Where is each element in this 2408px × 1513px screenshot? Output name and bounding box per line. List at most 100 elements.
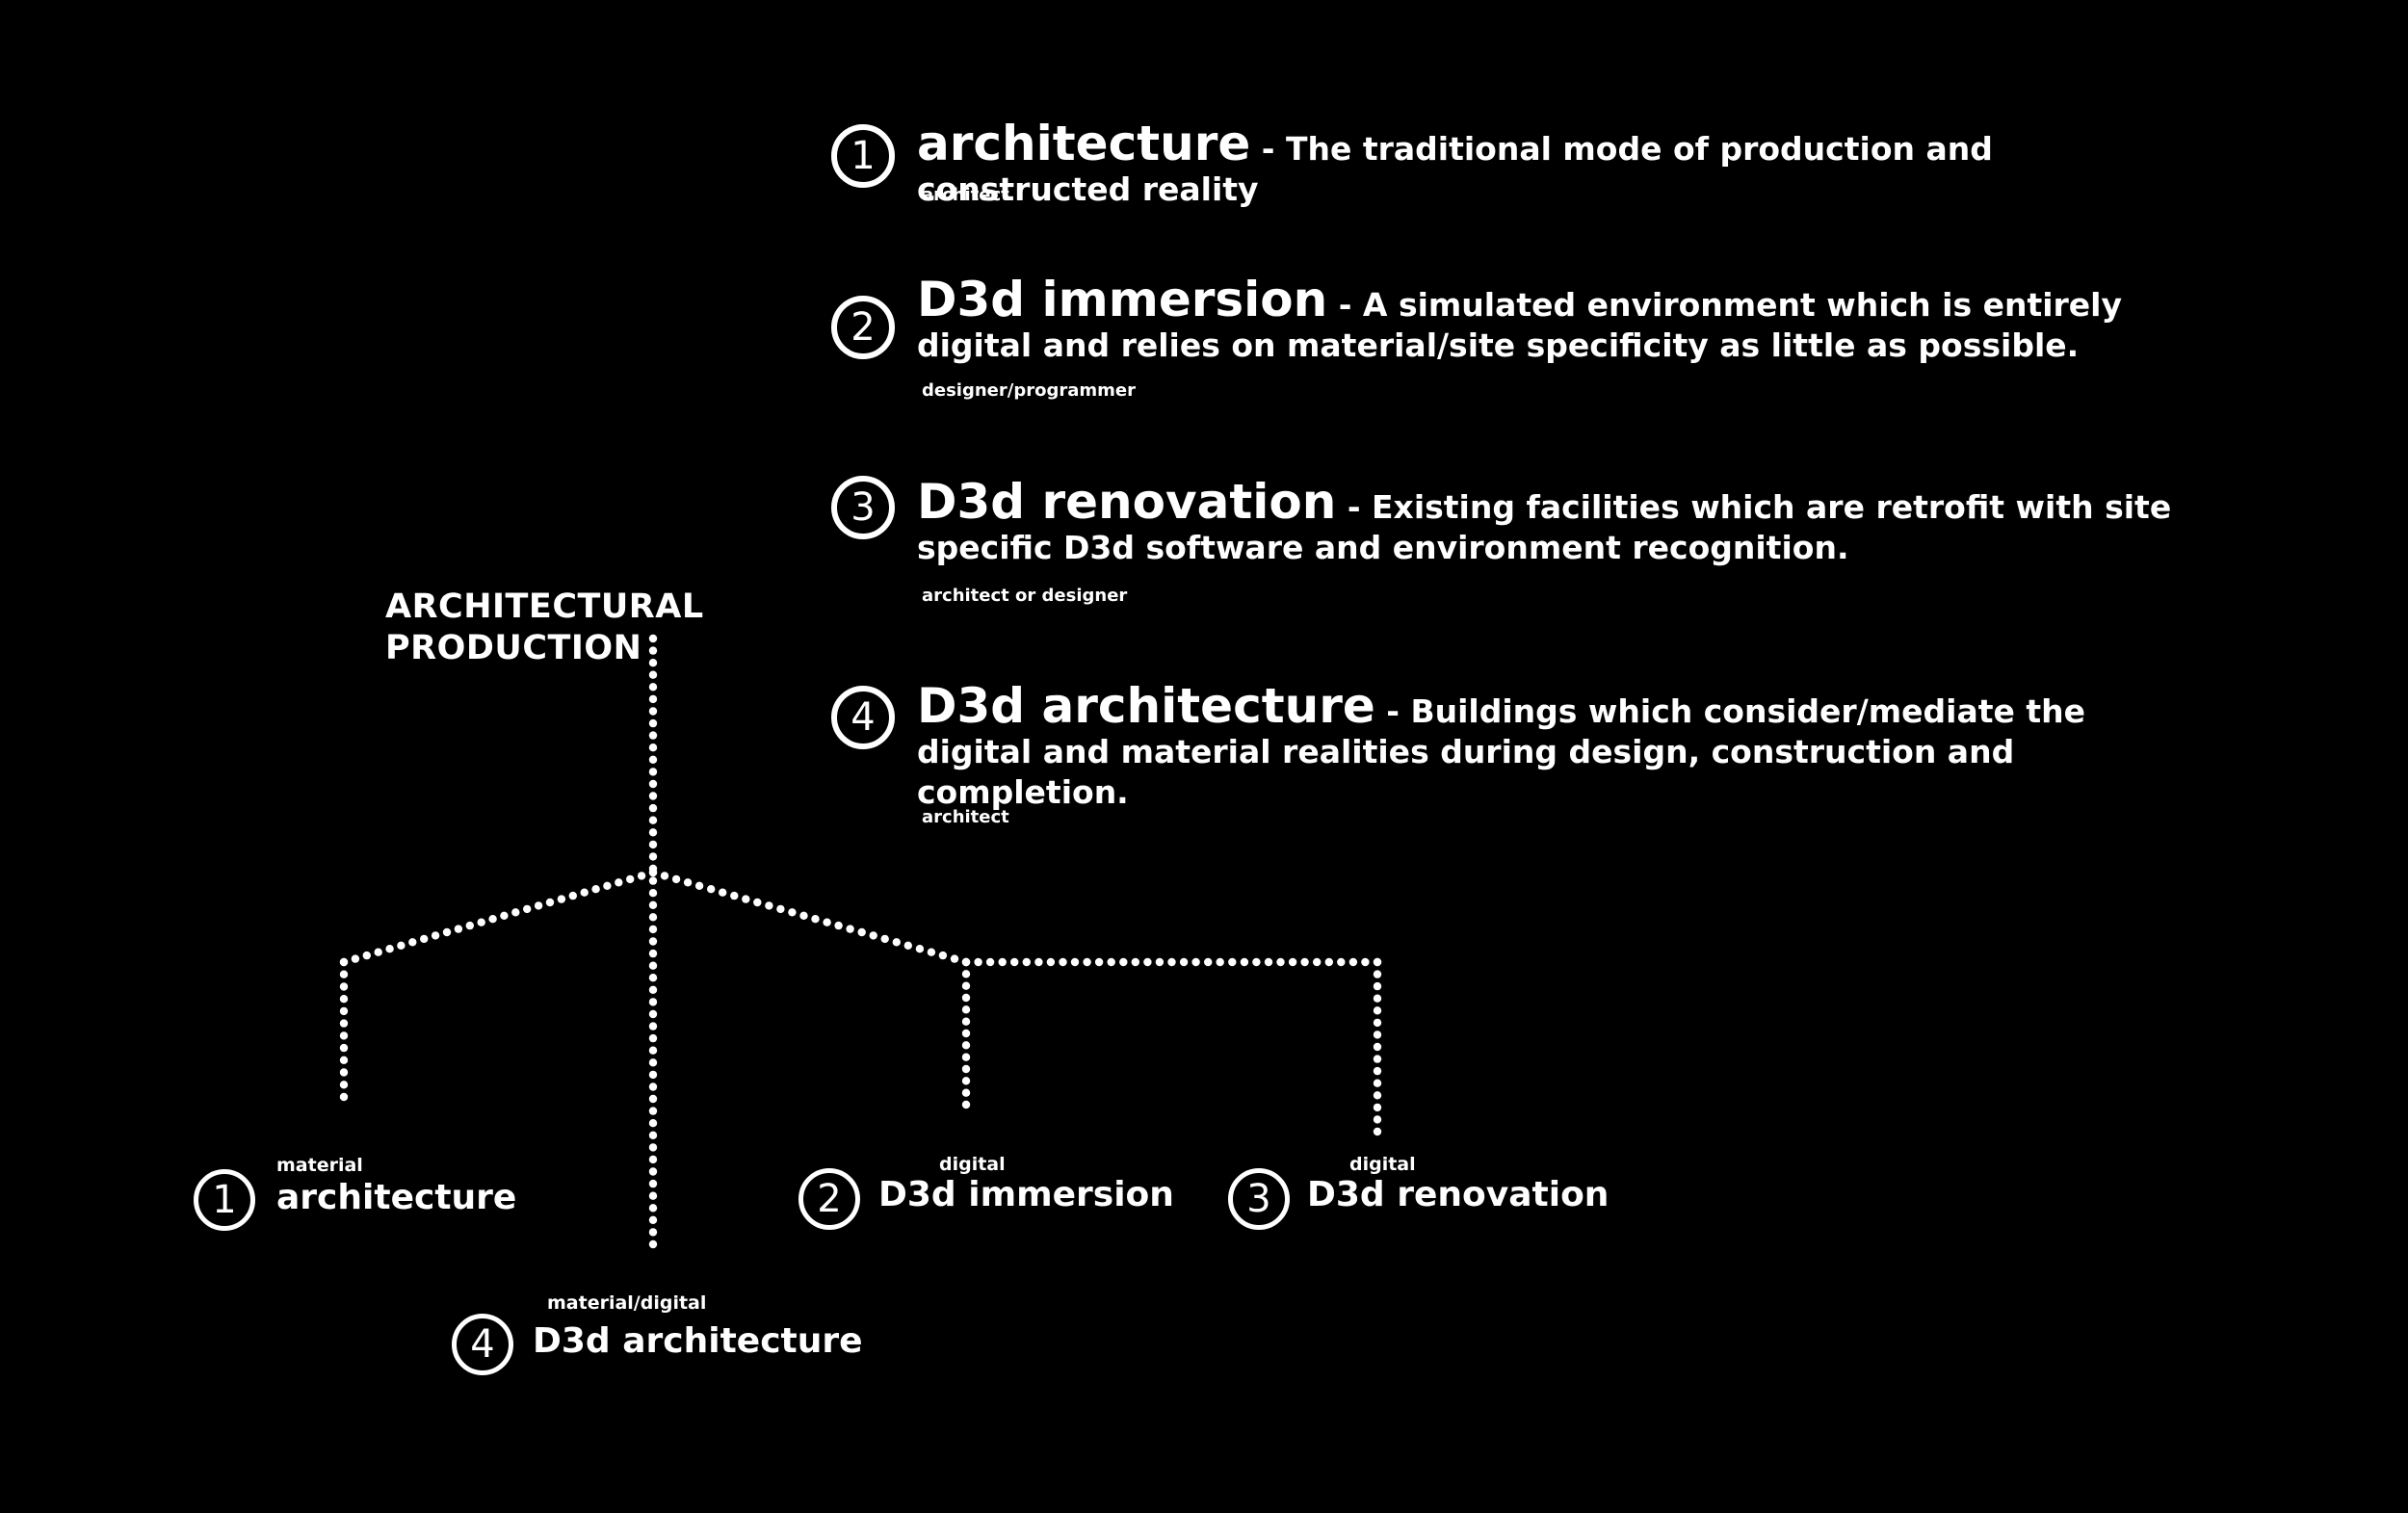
tree-root-label: ARCHITECTURAL PRODUCTION bbox=[385, 587, 704, 669]
trunk-dot bbox=[648, 1046, 658, 1055]
branch-right-dot bbox=[1252, 957, 1261, 967]
branch-right-dot bbox=[1131, 957, 1140, 967]
legend-description-1: - The traditional mode of production and… bbox=[917, 130, 1993, 208]
branch-left-dot bbox=[420, 934, 429, 944]
branch-right-dot bbox=[811, 915, 820, 924]
legend-role-3: architect or designer bbox=[922, 586, 1128, 606]
leaf-name-3: D3d renovation bbox=[1307, 1175, 1610, 1214]
legend-item-4: D3d architecture - Buildings which consi… bbox=[917, 682, 2208, 827]
branch-right-dot bbox=[776, 904, 785, 914]
trunk-dot bbox=[648, 670, 658, 679]
branch-right-dot bbox=[869, 931, 877, 940]
legend-number-3-icon: 3 bbox=[831, 476, 895, 539]
branch-drop-dot bbox=[961, 970, 971, 978]
leaf-category-2: digital bbox=[939, 1154, 1006, 1175]
trunk-dots bbox=[648, 634, 658, 1249]
trunk-dot bbox=[648, 974, 658, 982]
branch-right-dot bbox=[694, 881, 704, 890]
trunk-dot bbox=[648, 1058, 658, 1067]
branch-left-dot bbox=[637, 872, 646, 880]
branch-right-dot bbox=[974, 957, 982, 967]
trunk-dot bbox=[648, 755, 658, 764]
leaf-name-1: architecture bbox=[276, 1178, 517, 1217]
leaf-category-4: material/digital bbox=[547, 1292, 707, 1314]
branch-left-dot bbox=[511, 908, 520, 917]
leaf-number-3-icon: 3 bbox=[1228, 1168, 1290, 1230]
trunk-dot bbox=[648, 792, 658, 800]
branch-right-dot bbox=[1059, 957, 1067, 967]
trunk-dot bbox=[648, 1107, 658, 1115]
branch-right-dot bbox=[660, 872, 669, 880]
branch-drop-dot bbox=[961, 1088, 971, 1097]
legend-title-4: D3d architecture bbox=[917, 678, 1375, 734]
trunk-dot bbox=[648, 1179, 658, 1188]
branch-right-dot bbox=[823, 918, 831, 926]
branch-drop-dot bbox=[961, 957, 971, 967]
branch-left-dot bbox=[351, 954, 360, 963]
branch-right-dot bbox=[1191, 957, 1200, 967]
branch-drop-dot bbox=[961, 1041, 971, 1050]
branch-right-dot bbox=[1022, 957, 1032, 967]
branch-left-dot bbox=[339, 1081, 349, 1089]
branch-right-dot bbox=[1034, 957, 1043, 967]
branch-right-dot bbox=[834, 921, 843, 930]
branch-left-dot bbox=[523, 904, 532, 914]
trunk-dot bbox=[648, 900, 658, 909]
legend-role-1: architect bbox=[922, 185, 1009, 205]
branch-right-dot bbox=[1240, 957, 1249, 967]
branch-right-dot bbox=[1143, 957, 1152, 967]
trunk-dot bbox=[648, 694, 658, 704]
branch-left-dot bbox=[500, 911, 509, 920]
branch-left-dot bbox=[339, 1006, 349, 1016]
branch-drop-dot bbox=[1373, 981, 1382, 991]
branch-left-dot bbox=[339, 1092, 349, 1102]
trunk-dot bbox=[648, 828, 658, 837]
legend-text-2: D3d immersion - A simulated environment … bbox=[917, 275, 2208, 366]
branch-right-dot bbox=[1094, 957, 1104, 967]
branch-right-dot bbox=[671, 874, 681, 884]
branch-right-dot bbox=[1361, 957, 1370, 967]
branch-drop-dot bbox=[961, 1053, 971, 1061]
branch-right-dot bbox=[765, 901, 773, 910]
legend-item-3: D3d renovation - Existing facilities whi… bbox=[917, 478, 2208, 606]
branch-right-dot bbox=[1337, 957, 1346, 967]
trunk-dot bbox=[648, 634, 658, 643]
branch-right-dot bbox=[753, 898, 762, 907]
trunk-dot bbox=[648, 1070, 658, 1080]
branch-drop-dot bbox=[1373, 957, 1382, 967]
branch-right-dot bbox=[938, 951, 948, 960]
trunk-dot bbox=[648, 646, 658, 655]
branch-left-dot bbox=[339, 957, 349, 967]
branch-drop-dot bbox=[1373, 1079, 1382, 1087]
branch-right-dot bbox=[1324, 957, 1334, 967]
branch-drop-dot bbox=[1373, 994, 1382, 1003]
legend-text-3: D3d renovation - Existing facilities whi… bbox=[917, 478, 2208, 568]
branch-left-dot bbox=[339, 995, 349, 1004]
branch-left-dot bbox=[339, 970, 349, 978]
trunk-dot bbox=[648, 1033, 658, 1043]
branch-drop-dot bbox=[1373, 1018, 1382, 1028]
legend-number-1-icon: 1 bbox=[831, 124, 895, 188]
branch-left-dot bbox=[591, 885, 600, 894]
trunk-dot bbox=[648, 1143, 658, 1152]
trunk-dot bbox=[648, 913, 658, 922]
trunk-dot bbox=[648, 985, 658, 994]
trunk-dot bbox=[648, 1094, 658, 1104]
branch-left-dot bbox=[397, 941, 406, 950]
branch-right-dot bbox=[683, 878, 693, 887]
branch-left-dot bbox=[488, 915, 497, 924]
legend-text-4: D3d architecture - Buildings which consi… bbox=[917, 682, 2208, 813]
branch-right-dot bbox=[985, 957, 995, 967]
branch-left-dot bbox=[580, 888, 589, 897]
branch-left-dot bbox=[339, 982, 349, 991]
branch-drop-dot bbox=[961, 993, 971, 1003]
trunk-dot bbox=[648, 1191, 658, 1200]
branch-right-dot bbox=[719, 888, 727, 897]
trunk-dot bbox=[648, 707, 658, 716]
trunk-dot bbox=[648, 779, 658, 789]
branch-drop-dot bbox=[1373, 1066, 1382, 1076]
branch-left-dot bbox=[374, 948, 382, 956]
branch-drop-dot bbox=[961, 1064, 971, 1074]
branch-left-dot bbox=[557, 895, 566, 903]
